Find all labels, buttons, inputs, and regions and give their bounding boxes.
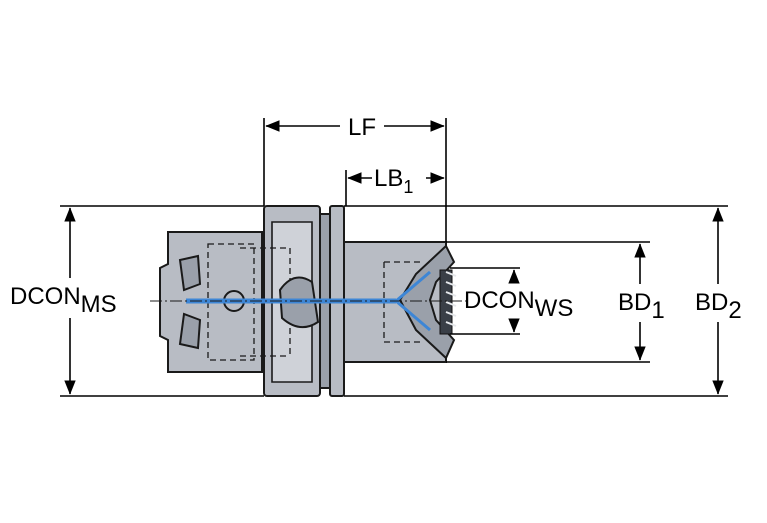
coolant-branch-upper [395,270,431,303]
dimension-lines [64,120,724,395]
label-lf: LF [348,114,376,141]
tool-body [159,205,457,397]
collet-teeth [439,269,457,335]
coolant-branch-lower [395,299,431,332]
label-bd1: BD1 [618,289,665,324]
label-dcon-ws: DCONWS [464,287,573,322]
label-bd2: BD2 [695,289,742,324]
label-dcon-ms: DCONMS [10,283,117,318]
extension-lines [60,118,728,397]
label-lb1: LB1 [374,165,413,197]
shank-slot-lower [178,312,202,350]
shank-slot-upper [178,254,202,292]
